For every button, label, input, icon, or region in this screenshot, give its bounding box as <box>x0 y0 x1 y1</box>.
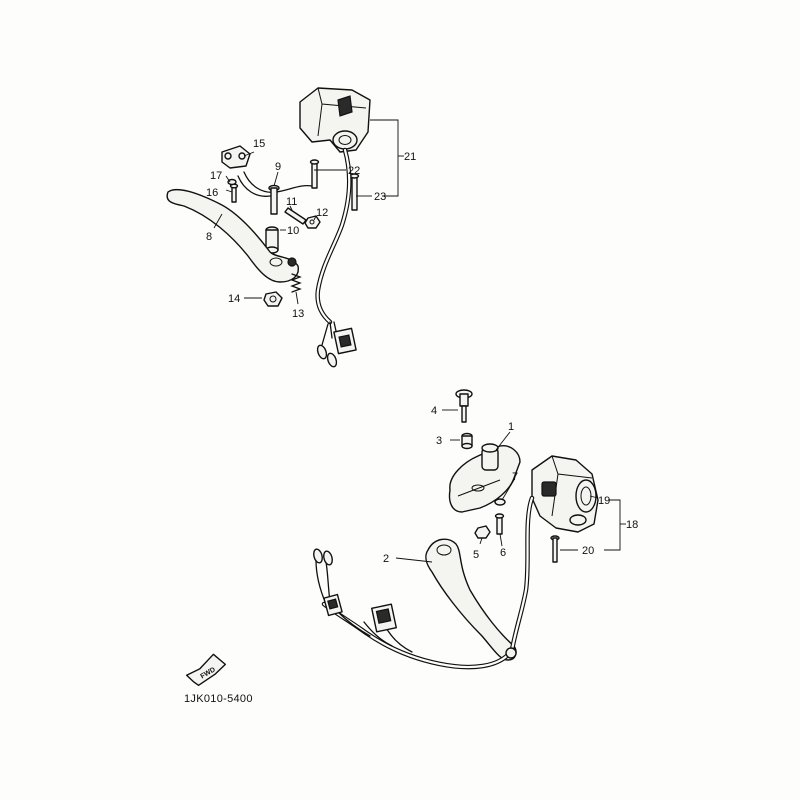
callout-6: 6 <box>500 547 506 559</box>
screw-16 <box>229 183 239 203</box>
brake-lever <box>166 188 299 283</box>
switch-screw-23 <box>349 173 360 211</box>
diagram-code: 1JK010-5400 <box>184 693 253 705</box>
switch-wire-harness <box>315 147 357 368</box>
callout-20: 20 <box>582 545 594 557</box>
callout-22: 22 <box>348 165 360 177</box>
left-handlebar-switch <box>531 455 599 533</box>
washer-17 <box>227 178 237 186</box>
holder-bolt <box>455 389 473 423</box>
callout-2: 2 <box>383 553 389 565</box>
lower-wire-harness <box>313 495 535 670</box>
bracket-21 <box>370 119 404 197</box>
callout-5: 5 <box>473 549 479 561</box>
bolt-6 <box>494 513 505 535</box>
callout-15: 15 <box>253 138 265 150</box>
bolt-7 <box>494 498 506 506</box>
callout-3: 3 <box>436 435 442 447</box>
switch-screw-22 <box>309 159 320 189</box>
nut-14 <box>263 291 283 307</box>
callout-4: 4 <box>431 405 437 417</box>
callout-19: 19 <box>598 495 610 507</box>
callout-14: 14 <box>228 293 240 305</box>
holder-collar <box>461 432 473 450</box>
right-handlebar-switch <box>299 87 371 153</box>
callout-13: 13 <box>292 308 304 320</box>
callout-1: 1 <box>508 421 514 433</box>
bracket-18 <box>604 499 626 551</box>
callout-7: 7 <box>512 471 518 483</box>
callout-23: 23 <box>374 191 386 203</box>
callout-11: 11 <box>286 196 297 208</box>
callout-9: 9 <box>275 161 281 173</box>
callout-17: 17 <box>210 170 222 182</box>
callout-12: 12 <box>316 207 328 219</box>
callout-8: 8 <box>206 231 212 243</box>
forward-arrow-badge: FWD <box>185 653 227 687</box>
brake-switch <box>221 145 251 169</box>
callout-labels: 1 2 3 4 5 6 7 8 9 10 11 12 13 14 15 16 1… <box>206 138 638 565</box>
switch-screw-20 <box>550 535 560 563</box>
leader-lines <box>213 151 599 563</box>
callout-21: 21 <box>404 151 416 163</box>
callout-10: 10 <box>287 225 299 237</box>
callout-16: 16 <box>206 187 218 199</box>
nut-5 <box>474 525 491 539</box>
adjust-screw <box>284 207 307 225</box>
clutch-lever-holder <box>448 443 521 513</box>
lever-pivot-bolt <box>268 184 280 215</box>
callout-18: 18 <box>626 519 638 531</box>
spring <box>290 273 302 293</box>
